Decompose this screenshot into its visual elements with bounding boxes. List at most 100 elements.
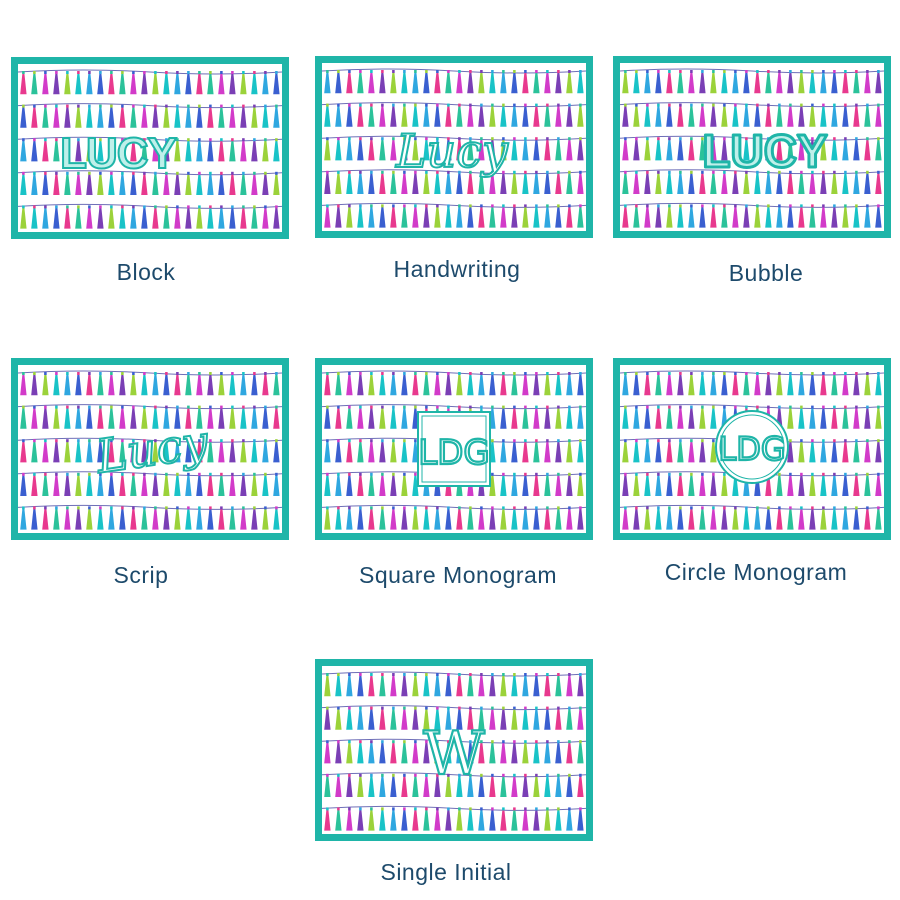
tassel-knot [436, 204, 439, 208]
option-square-monogram[interactable]: LDG Square Monogram [315, 358, 593, 598]
tassel [875, 139, 882, 161]
option-block[interactable]: LUCY Block [11, 57, 289, 297]
tassel-knot [513, 137, 516, 141]
tassel-knot [690, 506, 693, 510]
tassel [489, 775, 496, 797]
placemat-preview-circle-monogram[interactable]: LDG [613, 358, 891, 540]
tassel [688, 72, 695, 94]
tassel-knot [77, 205, 80, 209]
tassel [86, 140, 93, 162]
tassel [456, 742, 463, 764]
tassel [732, 441, 739, 463]
tassel-knot [99, 472, 102, 476]
tassel-knot [701, 472, 704, 476]
tassel-knot [657, 405, 660, 409]
tassel [218, 106, 225, 128]
placemat-preview-bubble[interactable]: LUCY [613, 56, 891, 238]
tassel-knot [425, 70, 428, 73]
tassel [688, 407, 695, 429]
tassel-knot [381, 204, 384, 208]
tassel-knot [535, 439, 538, 443]
tassel-knot [370, 740, 373, 744]
tassel [229, 474, 236, 496]
tassel-knot [502, 70, 505, 73]
tassel-knot [734, 405, 737, 409]
tassel [130, 173, 137, 195]
tassel [533, 775, 540, 797]
tassel-knot [88, 205, 91, 209]
tassel-knot [524, 740, 527, 744]
tassel-knot [132, 372, 135, 375]
tassel-knot [624, 170, 627, 174]
tassel-knot [844, 204, 847, 208]
tassel-knot [403, 372, 406, 375]
tassel [42, 374, 49, 396]
tassel-knot [121, 205, 124, 209]
tassel-knot [66, 138, 69, 142]
tassel [445, 675, 452, 697]
tassel-knot [568, 740, 571, 744]
placemat-preview-square-monogram[interactable]: LDG [315, 358, 593, 540]
tassel-knot [348, 807, 351, 811]
tassel [119, 508, 126, 530]
placemat-preview-scrip[interactable]: Lucy [11, 358, 289, 540]
option-bubble[interactable]: LUCY Bubble [613, 56, 891, 296]
tassel-knot [143, 506, 146, 510]
tassel-cord [322, 705, 586, 711]
placemat-preview-single-initial[interactable]: W [315, 659, 593, 841]
option-handwriting[interactable]: Lucy Handwriting [315, 56, 593, 296]
tassel [262, 106, 269, 128]
tassel [666, 508, 673, 530]
tassel-cord [620, 135, 884, 141]
tassel-knot [723, 506, 726, 510]
tassel [511, 105, 518, 127]
tassel-knot [690, 137, 693, 141]
placemat-preview-handwriting[interactable]: Lucy [315, 56, 593, 238]
tassel [240, 474, 247, 496]
tassel-knot [143, 405, 146, 409]
tassel-knot [44, 104, 47, 108]
tassel-knot [877, 137, 880, 141]
option-single-initial[interactable]: W Single Initial [315, 659, 593, 899]
tassel [622, 441, 629, 463]
placemat-preview-block[interactable]: LUCY [11, 57, 289, 239]
option-scrip[interactable]: Lucy Scrip [11, 358, 289, 598]
tassel-knot [855, 439, 858, 443]
tassel-knot [253, 472, 256, 476]
tassel-knot [326, 103, 329, 107]
tassel [357, 72, 364, 94]
tassel-pattern [322, 671, 586, 831]
tassel-knot [458, 740, 461, 744]
tassel-knot [844, 170, 847, 174]
tassel [522, 172, 529, 194]
tassel-knot [668, 170, 671, 174]
tassel-knot [469, 506, 472, 510]
tassel [412, 172, 419, 194]
tassel-knot [198, 104, 201, 108]
tassel [324, 474, 331, 496]
tassel-knot [458, 405, 461, 409]
option-circle-monogram[interactable]: LDG Circle Monogram [613, 358, 891, 598]
tassel [218, 474, 225, 496]
tassel-knot [480, 405, 483, 409]
tassel [390, 407, 397, 429]
tassel [842, 407, 849, 429]
tassel [622, 172, 629, 194]
tassel-knot [458, 706, 461, 710]
tassel [262, 407, 269, 429]
tassel-cord [620, 202, 884, 208]
tassel-knot [502, 673, 505, 676]
tassel-knot [513, 773, 516, 777]
tassel [511, 742, 518, 764]
tassel [53, 508, 60, 530]
tassel-knot [33, 472, 36, 476]
tassel [743, 407, 750, 429]
tassel [478, 72, 485, 94]
tassel-knot [524, 372, 527, 375]
tassel [53, 140, 60, 162]
tassel [185, 407, 192, 429]
tassel [644, 474, 651, 496]
tassel-knot [568, 506, 571, 510]
tassel-knot [734, 170, 737, 174]
tassel [324, 775, 331, 797]
